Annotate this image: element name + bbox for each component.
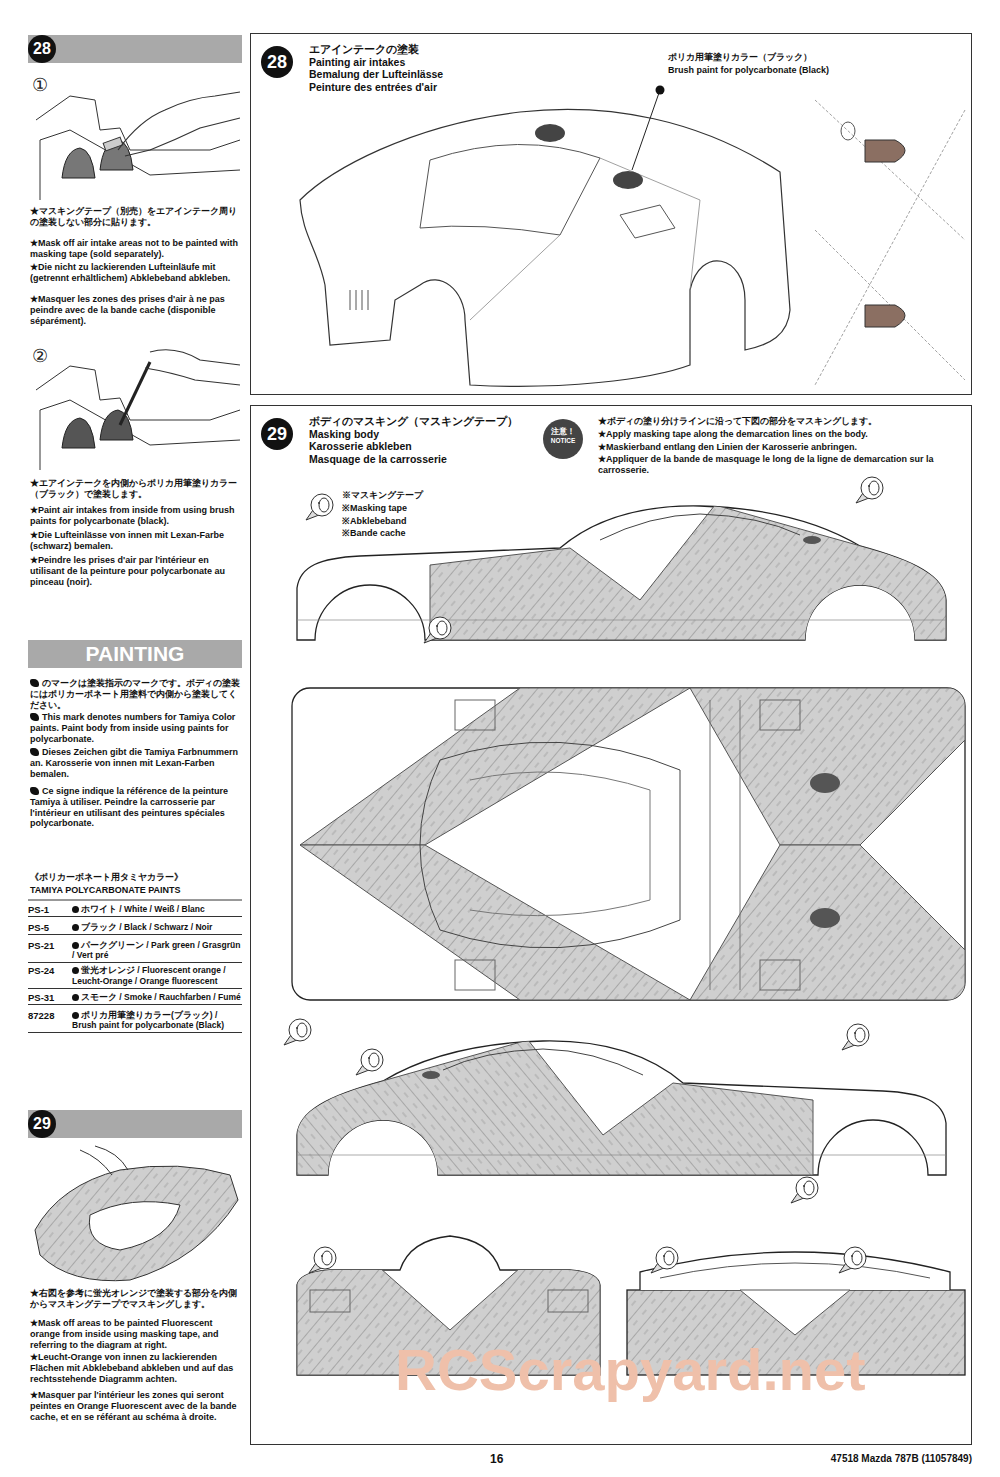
step-title: ボディのマスキング（マスキングテープ）Masking bodyKarosseri… <box>309 415 544 465</box>
step-title-text: Masquage de la carrosserie <box>309 453 544 466</box>
step-number: ① <box>32 76 48 94</box>
table-rule <box>28 900 242 901</box>
step-panel: 29 ボディのマスキング（マスキングテープ）Masking bodyKarosse… <box>250 405 972 1445</box>
step-header: 29 <box>28 1110 242 1138</box>
instruction-text: ★Peindre les prises d'air par l'intérieu… <box>30 555 242 587</box>
section-header: PAINTING <box>28 640 242 668</box>
step-title-text: Painting air intakes <box>309 56 544 69</box>
instruction-text: ★Masquer les zones des prises d'air à ne… <box>30 294 242 326</box>
notice-badge: 注意！NOTICE <box>543 419 583 459</box>
paint-code: PS-5 <box>28 920 72 935</box>
table-heading: TAMIYA POLYCARBONATE PAINTS <box>30 885 242 896</box>
step-number: 29 <box>261 418 293 450</box>
body-masking-illustration <box>35 1146 238 1281</box>
kit-code: 47518 Mazda 787B (11057849) <box>831 1453 972 1465</box>
instruction-text: Ce signe indique la référence de la pein… <box>30 786 242 829</box>
notice-text: ★Appliquer de la bande de masquage le lo… <box>598 454 966 476</box>
masking-side-view <box>297 1040 946 1175</box>
header-text: 29 <box>28 1110 56 1138</box>
step-title-text: Karosserie abkleben <box>309 440 544 453</box>
step-title-text: Peinture des entrées d'air <box>309 81 544 94</box>
paint-callout: Brush paint for polycarbonate (Black) <box>668 65 898 76</box>
step-panel: 28 エアインテークの塗装Painting air intakesBemalung… <box>250 33 972 395</box>
instruction-text: This mark denotes numbers for Tamiya Col… <box>30 712 242 744</box>
paint-name: 蛍光オレンジ / Fluorescent orange / Leucht-Ora… <box>72 963 242 988</box>
page-number: 16 <box>490 1452 503 1466</box>
paint-name: ホワイト / White / Weiß / Blanc <box>72 902 242 917</box>
tape-legend: ※Abklebeband <box>342 516 492 527</box>
paint-code: PS-31 <box>28 990 72 1005</box>
instruction-text: ★Die Lufteinlässe von innen mit Lexan-Fa… <box>30 530 242 552</box>
masking-tape-icon <box>284 477 883 1273</box>
paint-name: ポリカ用筆塗りカラー(ブラック) / Brush paint for polyc… <box>72 1008 242 1033</box>
instruction-text: Dieses Zeichen gibt die Tamiya Farbnumme… <box>30 747 242 779</box>
paint-code: 87228 <box>28 1008 72 1033</box>
watermark: RCScrapyard.net <box>395 1338 866 1402</box>
step-number: ② <box>32 347 48 365</box>
step-title-text: エアインテークの塗装 <box>309 43 544 56</box>
paint-code: PS-24 <box>28 963 72 988</box>
instruction-text: ★右図を参考に蛍光オレンジで塗装する部分を内側からマスキングテープでマスキングし… <box>30 1288 242 1310</box>
paint-name: パークグリーン / Park green / Grasgrün / Vert p… <box>72 938 242 963</box>
tape-legend: ※マスキングテープ <box>342 490 492 501</box>
step-number: 28 <box>261 46 293 78</box>
step-title: エアインテークの塗装Painting air intakesBemalung d… <box>309 43 544 93</box>
header-text: 注意！ <box>543 427 583 437</box>
paint-name: ブラック / Black / Schwarz / Noir <box>72 920 242 935</box>
step-title-text: Bemalung der Lufteinlässe <box>309 68 544 81</box>
header-text: PAINTING <box>28 640 242 668</box>
notice-text: ★Maskierband entlang den Linien der Karo… <box>598 442 966 453</box>
instruction-text: ★Leucht-Orange von innen zu lackierenden… <box>30 1352 242 1384</box>
header-text: NOTICE <box>543 437 583 445</box>
masking-illustration <box>36 92 240 200</box>
step-title-text: ボディのマスキング（マスキングテープ） <box>309 415 544 428</box>
tape-legend: ※Masking tape <box>342 503 492 514</box>
paint-code: PS-21 <box>28 938 72 963</box>
instruction-text: ★Mask off areas to be painted Fluorescen… <box>30 1318 242 1350</box>
header-text: 28 <box>28 35 56 63</box>
tape-legend: ※Bande cache <box>342 528 492 539</box>
masking-top-view <box>292 688 965 1000</box>
instruction-text: ★エアインテークを内側からポリカ用筆塗りカラー（ブラック）で塗装します。 <box>30 478 242 500</box>
notice-text: ★ボディの塗り分けラインに沿って下図の部分をマスキングします。 <box>598 416 966 427</box>
step-header: 28 <box>28 35 242 63</box>
painting-illustration <box>36 350 240 470</box>
paint-code: PS-1 <box>28 902 72 917</box>
notice-text: ★Apply masking tape along the demarcatio… <box>598 429 966 440</box>
instruction-text: ★Mask off air intake areas not to be pai… <box>30 238 242 260</box>
paint-callout: ポリカ用筆塗りカラー（ブラック） <box>668 52 898 63</box>
car-body-illustration <box>300 86 965 387</box>
masking-side-view <box>297 505 946 640</box>
instruction-text: 《ポリカーボネート用タミヤカラー》 <box>30 872 242 883</box>
instruction-text: ★Die nicht zu lackierenden Lufteinläufe … <box>30 262 242 284</box>
instruction-text: ★マスキングテープ（別売）をエアインテーク周りの塗装しない部分に貼ります。 <box>30 206 242 228</box>
instruction-text: のマークは塗装指示のマークです。ボディの塗装にはポリカーボネート用塗料で内側から… <box>30 678 242 710</box>
paint-name: スモーク / Smoke / Rauchfarben / Fumé <box>72 990 242 1005</box>
instruction-text: ★Paint air intakes from inside from usin… <box>30 505 242 527</box>
step-title-text: Masking body <box>309 428 544 441</box>
instruction-text: ★Masquer par l'intérieur les zones qui s… <box>30 1390 242 1422</box>
